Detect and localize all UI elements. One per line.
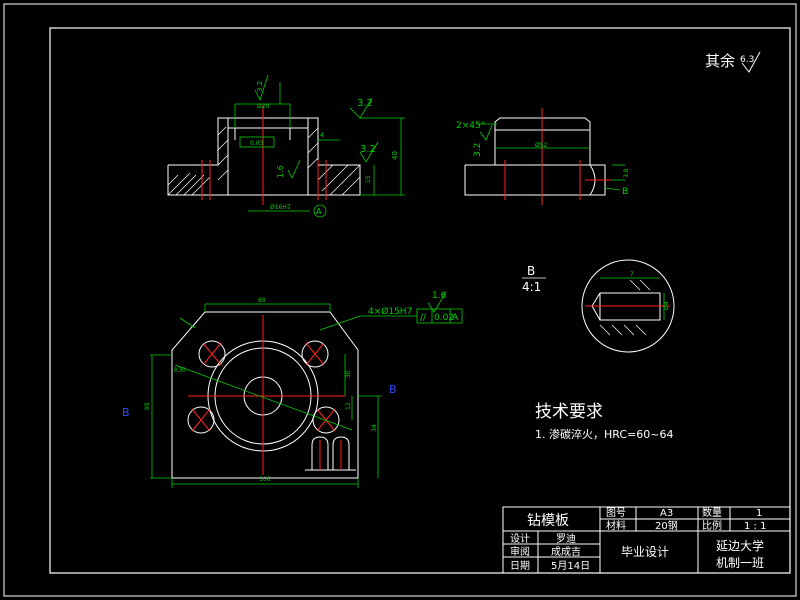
front-centerlines — [201, 105, 327, 205]
section-mark-right: B — [389, 383, 397, 396]
plan-centerlines — [188, 315, 345, 475]
dim-front-bore: Ø16H7 — [270, 204, 291, 211]
dim-front-base-height: 15 — [365, 175, 372, 183]
tol-plan-sym: // — [420, 313, 427, 323]
roughness-front-mid: 3.2 — [360, 144, 376, 155]
dim-plan-34: 34 — [371, 424, 378, 432]
roughness-symbol-general: 6.3 — [740, 51, 761, 73]
svg-text:6.3: 6.3 — [740, 55, 754, 65]
dim-plan-top: 60 — [258, 297, 266, 304]
svg-text:4:1: 4:1 — [522, 280, 541, 294]
datum-front: A — [316, 207, 322, 216]
svg-text:B: B — [527, 264, 535, 278]
designer: 罗迪 — [556, 533, 576, 545]
part-name: 钻模板 — [527, 513, 569, 529]
drawing-no: A3 — [660, 508, 673, 519]
tech-item-1: 1. 渗碳淬火，HRC=60~64 — [535, 427, 673, 441]
dim-front-flatness: 0.03 — [250, 140, 264, 147]
tech-title: 技术要求 — [535, 402, 603, 422]
dim-side-width: Ø52 — [535, 142, 548, 149]
dim-front-step: 4 — [320, 132, 324, 139]
title-block — [502, 506, 791, 574]
tol-plan-val: 0.02 — [434, 313, 454, 323]
qty: 1 — [756, 508, 762, 519]
dim-plan-holes: 4×Ø15H7 — [368, 306, 412, 317]
project: 毕业设计 — [621, 545, 669, 559]
dim-plan-30: 30 — [345, 370, 352, 378]
section-mark-left: B — [122, 406, 130, 419]
material: 20钢 — [655, 519, 678, 532]
label-drawing-no: 图号 — [606, 507, 626, 519]
dim-front-width-top: Ø20 — [257, 103, 270, 110]
roughness-plan: 1.6 — [432, 291, 447, 301]
roughness-side: 3.2 — [473, 143, 483, 157]
label-material: 材料 — [606, 519, 626, 532]
roughness-front-right: 3.2 — [357, 98, 373, 109]
side-dimensions — [478, 123, 625, 191]
label-scale: 比例 — [702, 519, 722, 532]
dim-detail-7: 7 — [630, 271, 634, 278]
dim-side-small: 3.8 — [623, 168, 630, 178]
label-date: 日期 — [510, 560, 530, 572]
tol-plan-datum: A — [452, 313, 459, 323]
class: 机制一班 — [716, 556, 764, 570]
roughness-front-top: 3.2 — [256, 81, 264, 92]
plan-dim-text: 60 106 95 R30 30 12 34 4×Ø15H7 // 0.02 A… — [144, 291, 459, 483]
dim-plan-height: 95 — [144, 402, 151, 410]
scale: 1 : 1 — [744, 521, 766, 532]
school: 延边大学 — [716, 538, 764, 553]
front-dimensions — [234, 74, 405, 218]
dim-plan-bottom: 106 — [259, 476, 271, 483]
dim-plan-12: 12 — [345, 402, 352, 410]
reviewer: 成成吉 — [551, 546, 581, 558]
side-centerlines — [504, 108, 612, 205]
detail-dims — [600, 277, 665, 320]
title-block-text: 钻模板 图号 A3 数量 1 材料 20钢 比例 1 : 1 设计 罗迪 审阅 … — [510, 506, 766, 572]
outer-border — [3, 3, 797, 597]
dim-detail-d: Ø4 — [663, 301, 670, 310]
drawing-frame — [49, 27, 791, 574]
roughness-front-small: 1.6 — [276, 165, 285, 178]
dim-front-height: 40 — [391, 151, 399, 160]
label-review: 审阅 — [510, 545, 530, 558]
detail-label: B 4:1 — [522, 264, 546, 294]
front-dim-text: Ø20 0.03 4 40 15 Ø16H7 A 3.2 3.2 1.6 3.2 — [250, 81, 399, 216]
side-dim-text: 2×45° Ø52 3.2 3.8 B — [456, 121, 630, 197]
surface-note: 其余 — [705, 52, 735, 70]
dim-side-chamfer: 2×45° — [456, 121, 485, 131]
label-design: 设计 — [510, 532, 530, 545]
label-qty: 数量 — [702, 506, 722, 519]
plan-dimensions — [150, 291, 463, 488]
dim-plan-radius: R30 — [174, 367, 186, 374]
date: 5月14日 — [551, 560, 590, 572]
section-label-side: B — [622, 187, 628, 197]
